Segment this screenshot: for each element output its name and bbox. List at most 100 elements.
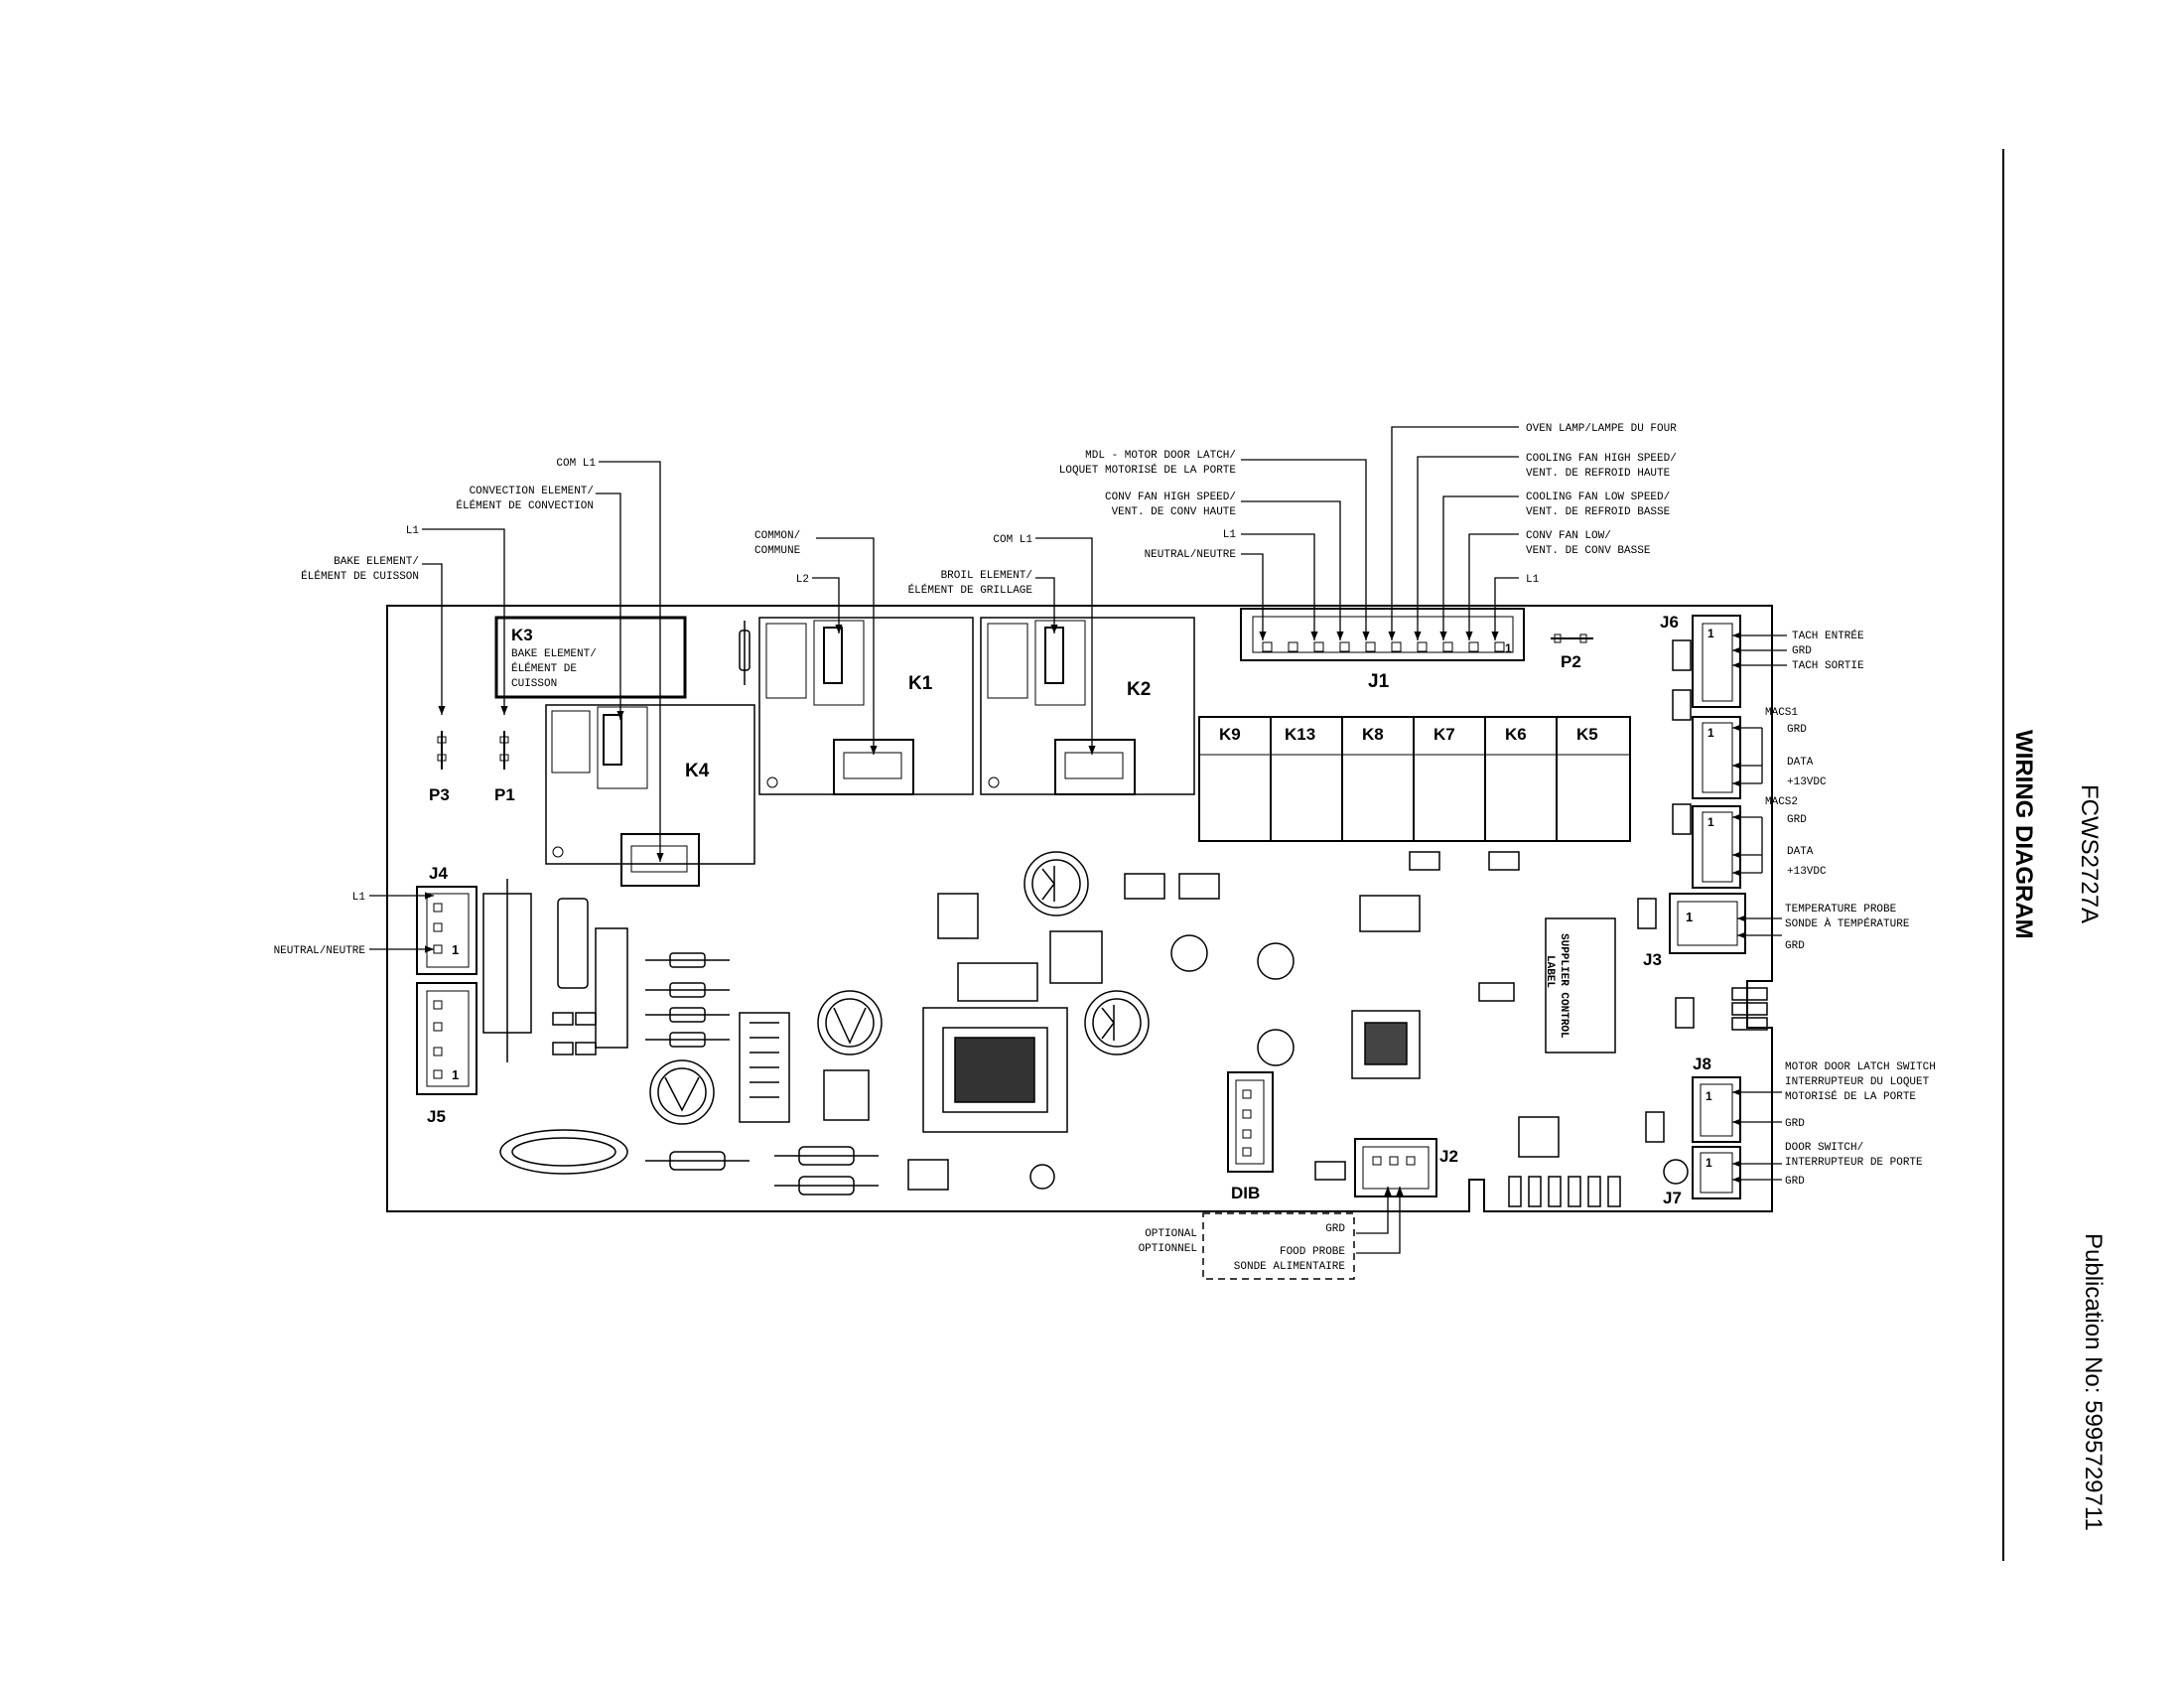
mid-labels: COMMON/ COMMUNE L2 COM L1 BROIL ELEMENT/… [754, 530, 1032, 597]
svg-text:COMMUNE: COMMUNE [754, 545, 801, 557]
relay-k3: K3 BAKE ELEMENT/ ÉLÉMENT DE CUISSON [494, 616, 687, 699]
svg-text:VENT. DE REFROID BASSE: VENT. DE REFROID BASSE [1526, 506, 1671, 518]
svg-text:LABEL: LABEL [1544, 955, 1556, 988]
connector-p1: P1 [494, 731, 515, 804]
relay-k1-label: K1 [908, 673, 933, 694]
svg-text:L2: L2 [796, 574, 809, 586]
connector-j4: 1 J4 L1 NEUTRAL/NEUTRE [274, 864, 478, 975]
svg-text:GRD: GRD [1785, 940, 1805, 952]
relay-k9-label: K9 [1219, 725, 1241, 744]
svg-text:VENT. DE CONV BASSE: VENT. DE CONV BASSE [1526, 545, 1651, 557]
svg-text:GRD: GRD [1787, 724, 1807, 736]
svg-text:L1: L1 [1223, 529, 1237, 541]
svg-text:SUPPLIER CONTROL: SUPPLIER CONTROL [1558, 933, 1570, 1039]
svg-text:ÉLÉMENT DE GRILLAGE: ÉLÉMENT DE GRILLAGE [908, 583, 1033, 597]
svg-text:GRD: GRD [1792, 645, 1812, 657]
svg-text:L1: L1 [352, 892, 366, 904]
connector-j5: 1 J5 [416, 982, 478, 1126]
connector-j7: 1 J7 DOOR SWITCH/ INTERRUPTEUR DE PORTE … [1663, 1142, 1923, 1207]
left-labels: COM L1 CONVECTION ELEMENT/ ÉLÉMENT DE CO… [301, 458, 596, 583]
connector-j5-label: J5 [427, 1107, 446, 1126]
svg-text:1: 1 [1707, 726, 1714, 740]
connector-dib-label: DIB [1231, 1184, 1260, 1202]
svg-text:SONDE ALIMENTAIRE: SONDE ALIMENTAIRE [1234, 1261, 1346, 1273]
svg-text:BAKE ELEMENT/: BAKE ELEMENT/ [511, 648, 597, 660]
svg-text:COM L1: COM L1 [993, 534, 1032, 546]
svg-text:OPTIONNEL: OPTIONNEL [1139, 1243, 1197, 1255]
connector-j1: 1 J1 [1240, 608, 1525, 692]
svg-text:DOOR SWITCH/: DOOR SWITCH/ [1785, 1142, 1863, 1154]
connector-j3-label: J3 [1643, 950, 1662, 969]
svg-text:1: 1 [1505, 641, 1512, 655]
svg-text:ÉLÉMENT DE CUISSON: ÉLÉMENT DE CUISSON [301, 569, 419, 583]
connector-p2-label: P2 [1561, 652, 1581, 671]
svg-text:1: 1 [1706, 1156, 1712, 1170]
svg-text:MOTORISÉ DE LA PORTE: MOTORISÉ DE LA PORTE [1785, 1089, 1916, 1103]
j1-labels-right: OVEN LAMP/LAMPE DU FOUR COOLING FAN HIGH… [1526, 423, 1677, 586]
svg-text:TACH ENTRÉE: TACH ENTRÉE [1792, 629, 1864, 642]
publication-number: Publication No: 5995729711 [2080, 1233, 2107, 1531]
svg-text:TACH SORTIE: TACH SORTIE [1792, 660, 1864, 672]
connector-p2: P2 [1551, 633, 1593, 671]
model-number: FCWS2727A [2076, 784, 2103, 924]
svg-text:L1: L1 [1526, 574, 1540, 586]
svg-text:VENT. DE REFROID HAUTE: VENT. DE REFROID HAUTE [1526, 468, 1671, 480]
svg-text:ÉLÉMENT DE CONVECTION: ÉLÉMENT DE CONVECTION [456, 498, 594, 512]
svg-text:VENT. DE CONV HAUTE: VENT. DE CONV HAUTE [1112, 506, 1237, 518]
connector-macs1: 1 MACS1 GRD DATA +13VDC [1692, 707, 1827, 799]
svg-text:GRD: GRD [1787, 814, 1807, 826]
connector-j6-label: J6 [1660, 613, 1679, 632]
connector-j2: J2 [1354, 1138, 1458, 1254]
svg-text:INTERRUPTEUR DE PORTE: INTERRUPTEUR DE PORTE [1785, 1157, 1923, 1169]
svg-text:INTERRUPTEUR DU LOQUET: INTERRUPTEUR DU LOQUET [1785, 1076, 1930, 1088]
svg-text:COM L1: COM L1 [556, 458, 596, 470]
relay-k4: K4 [545, 704, 755, 887]
connector-j6: 1 J6 TACH ENTRÉE GRD TACH SORTIE [1660, 613, 1864, 708]
svg-text:L1: L1 [406, 525, 420, 537]
svg-text:GRD: GRD [1785, 1176, 1805, 1188]
connector-j8-label: J8 [1693, 1055, 1711, 1073]
relay-row: K9 K13 K8 K7 K6 K5 [1198, 716, 1631, 842]
connector-dib: DIB [1227, 1071, 1274, 1202]
relay-k5-label: K5 [1576, 725, 1598, 744]
svg-text:ÉLÉMENT DE: ÉLÉMENT DE [511, 661, 577, 675]
left-leader-lines [422, 461, 1096, 862]
connector-j4-label: J4 [429, 864, 448, 883]
relay-k2: K2 [980, 617, 1195, 795]
svg-text:MDL - MOTOR DOOR LATCH/: MDL - MOTOR DOOR LATCH/ [1085, 450, 1236, 462]
svg-text:FOOD PROBE: FOOD PROBE [1280, 1246, 1345, 1258]
svg-text:MACS2: MACS2 [1765, 796, 1798, 808]
control-board-outline [386, 605, 1773, 1212]
connector-j7-label: J7 [1663, 1189, 1682, 1207]
svg-text:NEUTRAL/NEUTRE: NEUTRAL/NEUTRE [1145, 549, 1237, 561]
svg-text:1: 1 [1707, 627, 1714, 640]
relay-k13-label: K13 [1285, 725, 1315, 744]
svg-text:MACS1: MACS1 [1765, 707, 1798, 719]
page-title: WIRING DIAGRAM [2010, 730, 2037, 939]
j1-leader-lines [1241, 426, 1519, 640]
svg-text:GRD: GRD [1325, 1223, 1345, 1235]
relay-k7-label: K7 [1433, 725, 1455, 744]
svg-text:1: 1 [452, 1067, 459, 1082]
relay-k6-label: K6 [1505, 725, 1527, 744]
svg-text:CONV FAN LOW/: CONV FAN LOW/ [1526, 530, 1611, 542]
svg-text:1: 1 [452, 942, 459, 957]
svg-text:1: 1 [1707, 815, 1714, 829]
relay-k3-label: K3 [511, 626, 533, 644]
svg-text:NEUTRAL/NEUTRE: NEUTRAL/NEUTRE [274, 945, 366, 957]
relay-k1: K1 [758, 617, 974, 795]
relay-k2-label: K2 [1127, 679, 1151, 700]
svg-text:COOLING FAN HIGH SPEED/: COOLING FAN HIGH SPEED/ [1526, 453, 1677, 465]
supplier-control-label: SUPPLIER CONTROL LABEL [1544, 933, 1570, 1039]
connector-j3: 1 J3 TEMPERATURE PROBE SONDE À TEMPÉRATU… [1643, 893, 1910, 969]
optional-food-probe-box: GRD FOOD PROBE SONDE ALIMENTAIRE OPTIONA… [1139, 1212, 1355, 1280]
j1-labels-left: MDL - MOTOR DOOR LATCH/ LOQUET MOTORISÉ … [1059, 450, 1237, 561]
svg-text:CUISSON: CUISSON [511, 678, 557, 690]
svg-text:CONVECTION ELEMENT/: CONVECTION ELEMENT/ [470, 486, 594, 497]
svg-text:SONDE À TEMPÉRATURE: SONDE À TEMPÉRATURE [1785, 916, 1910, 930]
connector-j2-label: J2 [1439, 1147, 1458, 1166]
svg-text:TEMPERATURE PROBE: TEMPERATURE PROBE [1785, 904, 1897, 915]
connector-p3-label: P3 [429, 785, 450, 804]
svg-text:COOLING FAN LOW SPEED/: COOLING FAN LOW SPEED/ [1526, 492, 1670, 503]
